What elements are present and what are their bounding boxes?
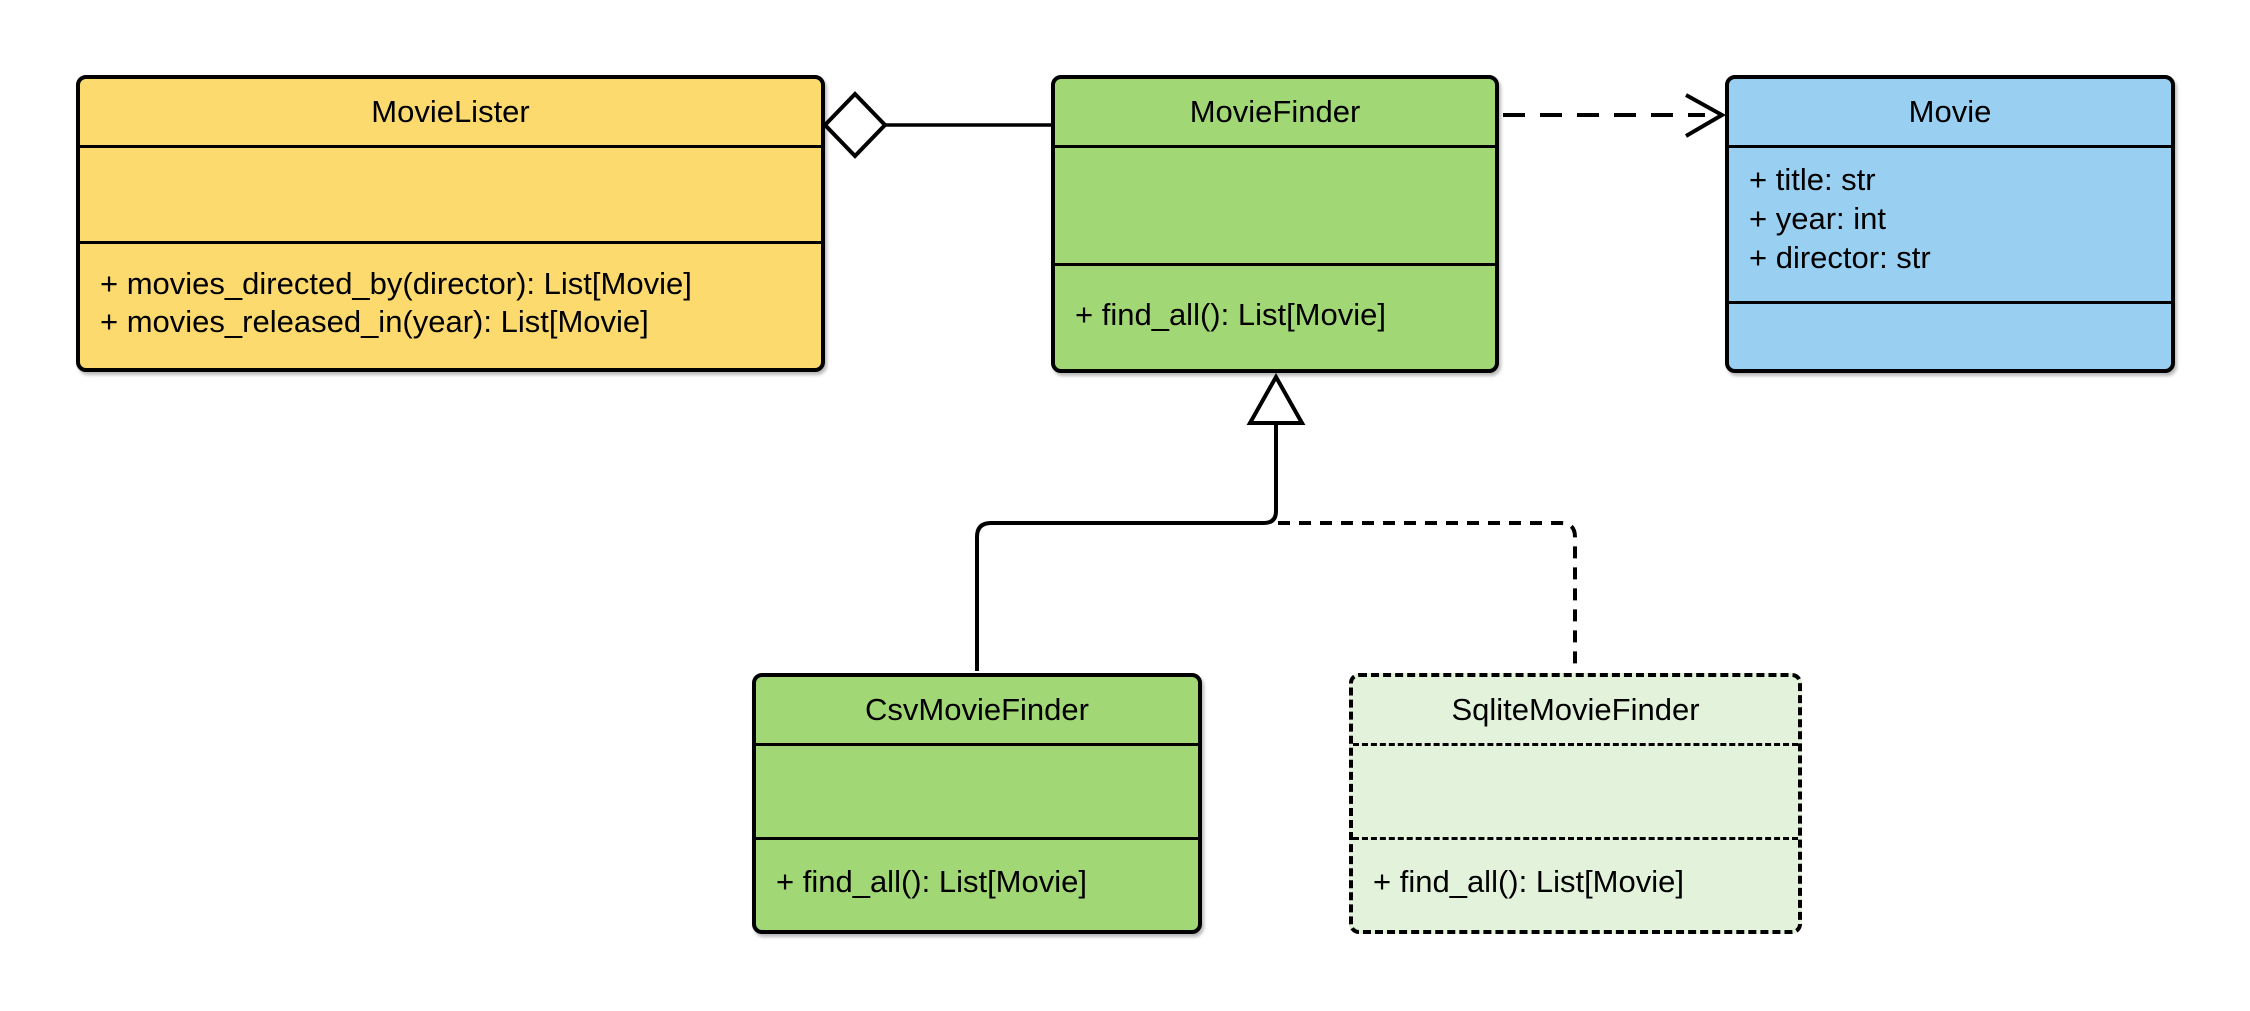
class-movielister: MovieLister + movies_directed_by(directo…: [76, 75, 825, 372]
aggregation-hollow-diamond-icon: [822, 91, 888, 159]
class-moviefinder-title: MovieFinder: [1189, 94, 1361, 129]
class-moviefinder-attributes-compartment: [1055, 145, 1495, 263]
generalization-hollow-triangle-icon: [1246, 372, 1306, 425]
class-sqlitemoviefinder-methods-compartment: + find_all(): List[Movie]: [1353, 837, 1798, 930]
class-csvmoviefinder-title: CsvMovieFinder: [865, 692, 1089, 727]
class-moviefinder: MovieFinder + find_all(): List[Movie]: [1051, 75, 1499, 373]
class-sqlitemoviefinder-attributes-compartment: [1353, 743, 1798, 837]
dependency-open-arrowhead-icon: [1684, 93, 1727, 138]
class-movie-title: Movie: [1908, 94, 1992, 129]
class-csvmoviefinder: CsvMovieFinder + find_all(): List[Movie]: [752, 673, 1202, 934]
class-movie-methods-compartment: [1729, 301, 2171, 369]
class-movie-attributes-compartment: + title: str + year: int + director: str: [1729, 145, 2171, 301]
attribute-label: + year: int: [1749, 201, 1886, 236]
class-movielister-title: MovieLister: [371, 94, 530, 129]
generalization-solid-line: [975, 423, 1278, 671]
class-csvmoviefinder-methods-compartment: + find_all(): List[Movie]: [756, 837, 1198, 930]
attribute-label: + title: str: [1749, 162, 1876, 197]
method-label: + find_all(): List[Movie]: [1075, 297, 1386, 332]
class-sqlitemoviefinder: SqliteMovieFinder + find_all(): List[Mov…: [1349, 673, 1802, 934]
class-movie: Movie + title: str + year: int + directo…: [1725, 75, 2175, 373]
class-movielister-methods-compartment: + movies_directed_by(director): List[Mov…: [80, 241, 821, 368]
attribute-label: + director: str: [1749, 240, 1931, 275]
method-label: + movies_released_in(year): List[Movie]: [100, 304, 649, 339]
class-csvmoviefinder-attributes-compartment: [756, 743, 1198, 837]
class-moviefinder-methods-compartment: + find_all(): List[Movie]: [1055, 263, 1495, 369]
method-label: + find_all(): List[Movie]: [1373, 864, 1684, 899]
generalization-dashed-line: [1278, 521, 1577, 671]
method-label: + find_all(): List[Movie]: [776, 864, 1087, 899]
class-movielister-attributes-compartment: [80, 145, 821, 241]
class-sqlitemoviefinder-title: SqliteMovieFinder: [1451, 692, 1700, 727]
method-label: + movies_directed_by(director): List[Mov…: [100, 266, 692, 301]
